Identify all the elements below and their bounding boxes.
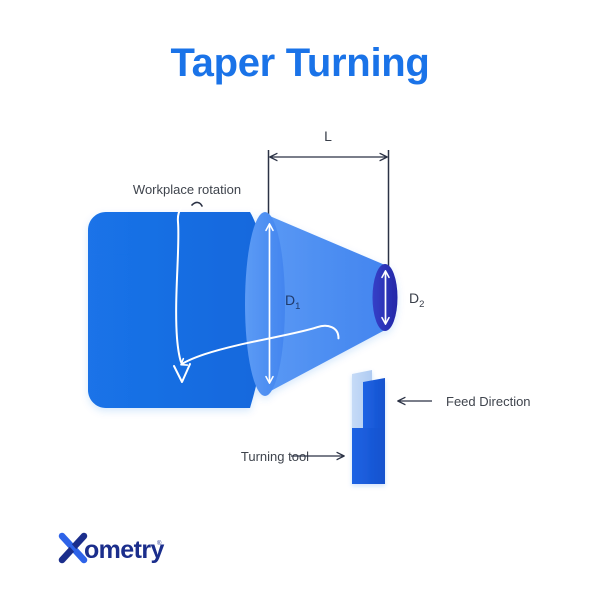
dimension-label-D2: D2	[409, 290, 424, 310]
workplace-rotation-label: Workplace rotation	[133, 182, 241, 197]
tool-base-block	[352, 428, 385, 484]
annotation-feed-direction: Feed Direction	[398, 394, 531, 409]
logo-trademark: ®	[157, 540, 162, 547]
dimension-D1: D1	[265, 223, 300, 384]
workpiece-cylinder-body	[88, 212, 268, 408]
logo-wordmark: ometry	[84, 536, 164, 564]
annotation-turning-tool: Turning tool	[241, 449, 344, 464]
logo-x-highlight	[63, 537, 83, 559]
workpiece-large-face	[245, 212, 285, 396]
dimension-label-D2-base: D	[409, 290, 419, 306]
dimension-L: L	[267, 128, 390, 266]
dimension-label-D1-subscript: 1	[295, 301, 300, 312]
rotation-arc-hook	[191, 201, 203, 207]
rotation-arc-body	[175, 203, 193, 363]
rotation-arrow	[180, 324, 340, 366]
dimension-label-D1-base: D	[285, 292, 295, 308]
xometry-logo[interactable]: ometry ®	[58, 532, 165, 564]
annotation-workplace-rotation: Workplace rotation	[133, 182, 340, 383]
page-title: Taper Turning	[170, 41, 429, 85]
workpiece	[88, 212, 398, 408]
dimension-label-L: L	[324, 128, 332, 144]
turning-tool-label: Turning tool	[241, 449, 309, 464]
dimension-D2: D2	[381, 270, 424, 325]
rotation-arrowhead	[173, 363, 191, 383]
dimension-label-D2-subscript: 2	[419, 299, 424, 310]
dimension-label-D1: D1	[285, 292, 300, 312]
turning-tool	[352, 370, 385, 484]
feed-direction-label: Feed Direction	[446, 394, 531, 409]
logo-x-mark	[58, 532, 88, 564]
